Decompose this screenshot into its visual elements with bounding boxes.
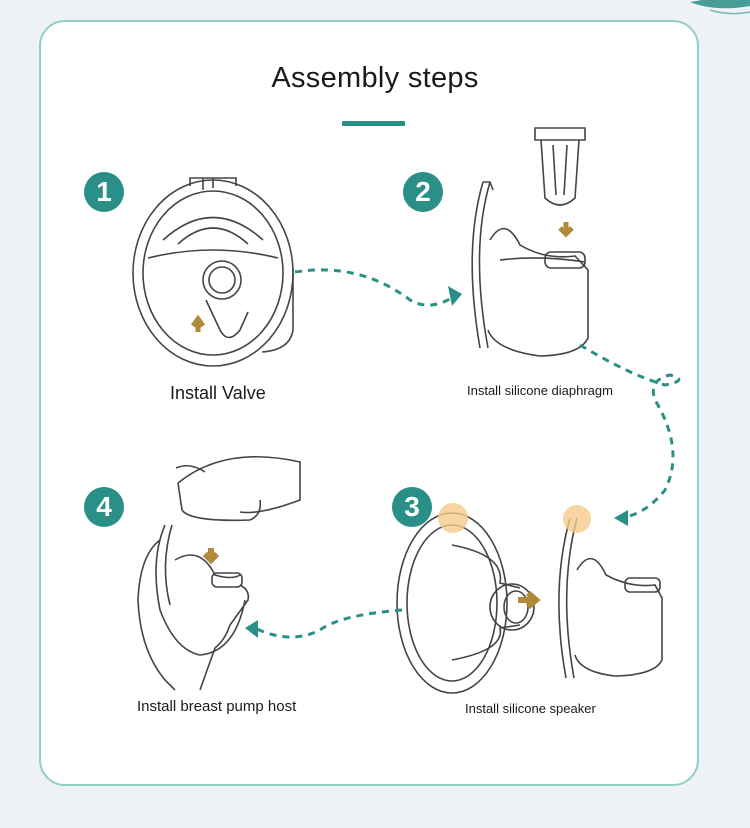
step3-caption: Install silicone speaker [465, 701, 596, 716]
step-number-4-badge: 4 [84, 487, 124, 527]
flow-arrowhead-1 [448, 286, 462, 306]
step1-flange-drawing [132, 177, 294, 367]
step3-right-arrow [518, 590, 541, 610]
step3-speaker-drawing [396, 512, 535, 694]
step-number-2-badge: 2 [403, 172, 443, 212]
flow-arrows [254, 268, 681, 639]
flow-arrowhead-2 [614, 510, 628, 526]
step3-speaker-highlight [438, 503, 468, 533]
step3-body-highlight [563, 505, 591, 533]
corner-brush-decoration [690, 0, 750, 15]
step4-caption: Install breast pump host [137, 698, 297, 715]
step2-body-drawing [471, 127, 589, 357]
instruction-card [39, 20, 699, 786]
step2-down-arrow [558, 222, 574, 238]
step3-body-drawing [558, 517, 663, 679]
step1-up-arrow [190, 314, 206, 332]
step4-down-arrow [202, 548, 220, 565]
step2-caption: Install silicone diaphragm [467, 383, 613, 398]
flow-arrowhead-3 [245, 620, 258, 638]
title-underline [342, 121, 405, 126]
step-number-3-badge: 3 [392, 487, 432, 527]
step1-caption: Install Valve [170, 383, 266, 403]
step-number-1-badge: 1 [84, 172, 124, 212]
step4-hand-drawing [137, 455, 301, 691]
page-title: Assembly steps [271, 62, 479, 94]
